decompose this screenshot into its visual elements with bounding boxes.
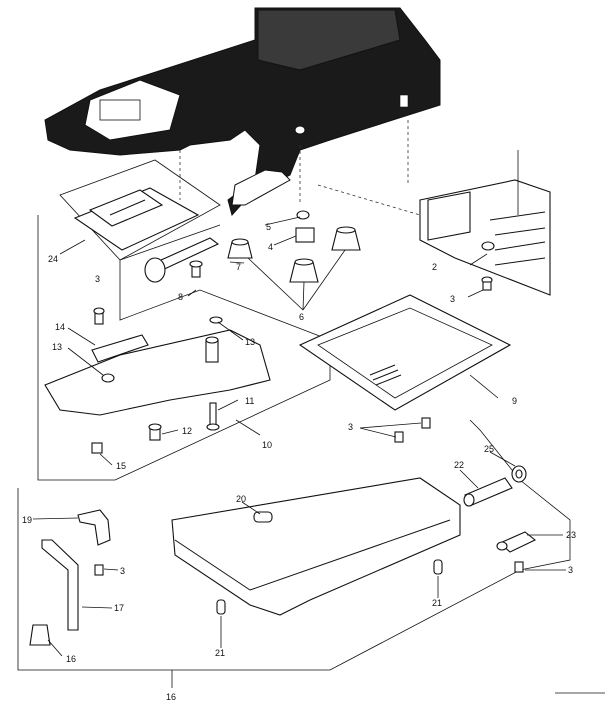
callout-13: 13 bbox=[52, 342, 62, 352]
group-frame-16 bbox=[17, 419, 571, 671]
callout-labels: 24 7 8 5 4 6 2 3 3 14 13 13 11 12 15 10 … bbox=[22, 222, 576, 702]
part-11-screw bbox=[206, 402, 220, 431]
part-16-tray bbox=[171, 477, 461, 616]
callout-23: 23 bbox=[566, 530, 576, 540]
part-3-screw bbox=[481, 276, 493, 291]
part-24-tray bbox=[59, 159, 221, 261]
callout-22: 22 bbox=[454, 460, 464, 470]
part-3-screw bbox=[94, 564, 104, 576]
part-3-screw bbox=[514, 561, 524, 573]
callout-16: 16 bbox=[166, 692, 176, 702]
callout-24: 24 bbox=[48, 254, 58, 264]
part-19-bracket bbox=[77, 509, 111, 546]
callout-17: 17 bbox=[114, 603, 124, 613]
rubber-feet bbox=[227, 210, 361, 311]
callout-8: 8 bbox=[178, 292, 183, 302]
part-22-barrel bbox=[463, 477, 513, 507]
callout-2: 2 bbox=[432, 262, 437, 272]
part-25-ring bbox=[511, 465, 527, 483]
callout-6: 6 bbox=[299, 312, 304, 322]
callout-3: 3 bbox=[120, 566, 125, 576]
part-21-bumper bbox=[216, 559, 443, 615]
callout-3: 3 bbox=[348, 422, 353, 432]
part-8-screw bbox=[189, 260, 203, 278]
part-15-nut bbox=[91, 442, 103, 454]
callout-3: 3 bbox=[450, 294, 455, 304]
callout-10: 10 bbox=[262, 440, 272, 450]
part-3-screw bbox=[93, 307, 105, 325]
callout-3: 3 bbox=[568, 565, 573, 575]
callout-14: 14 bbox=[55, 322, 65, 332]
part-18-cap bbox=[29, 624, 51, 646]
callout-5: 5 bbox=[266, 222, 271, 232]
part-2-cover-plate bbox=[419, 150, 551, 296]
part-20-pin bbox=[253, 511, 273, 523]
callout-12: 12 bbox=[182, 426, 192, 436]
callout-21: 21 bbox=[432, 598, 442, 608]
callout-19: 19 bbox=[22, 515, 32, 525]
callout-11: 11 bbox=[245, 396, 254, 406]
callout-16: 16 bbox=[66, 654, 76, 664]
part-17-tube bbox=[41, 539, 79, 631]
callout-13: 13 bbox=[245, 337, 255, 347]
callout-20: 20 bbox=[236, 494, 246, 504]
callout-7: 7 bbox=[236, 262, 241, 272]
part-23-clip bbox=[496, 531, 537, 553]
part-9-base-plate bbox=[298, 294, 512, 411]
callout-15: 15 bbox=[116, 461, 126, 471]
machine-base-casting bbox=[44, 7, 441, 217]
callout-4: 4 bbox=[268, 242, 273, 252]
part-7-shaft bbox=[144, 237, 220, 283]
part-3-screws-pair bbox=[394, 417, 431, 443]
callout-3: 3 bbox=[95, 274, 100, 284]
part-12-screw bbox=[148, 423, 162, 441]
guide-line bbox=[317, 184, 421, 216]
callout-25: 25 bbox=[484, 444, 494, 454]
part-10-bracket bbox=[44, 316, 271, 416]
callout-9: 9 bbox=[512, 396, 517, 406]
leader-lines bbox=[32, 216, 605, 694]
callout-21: 21 bbox=[215, 648, 225, 658]
